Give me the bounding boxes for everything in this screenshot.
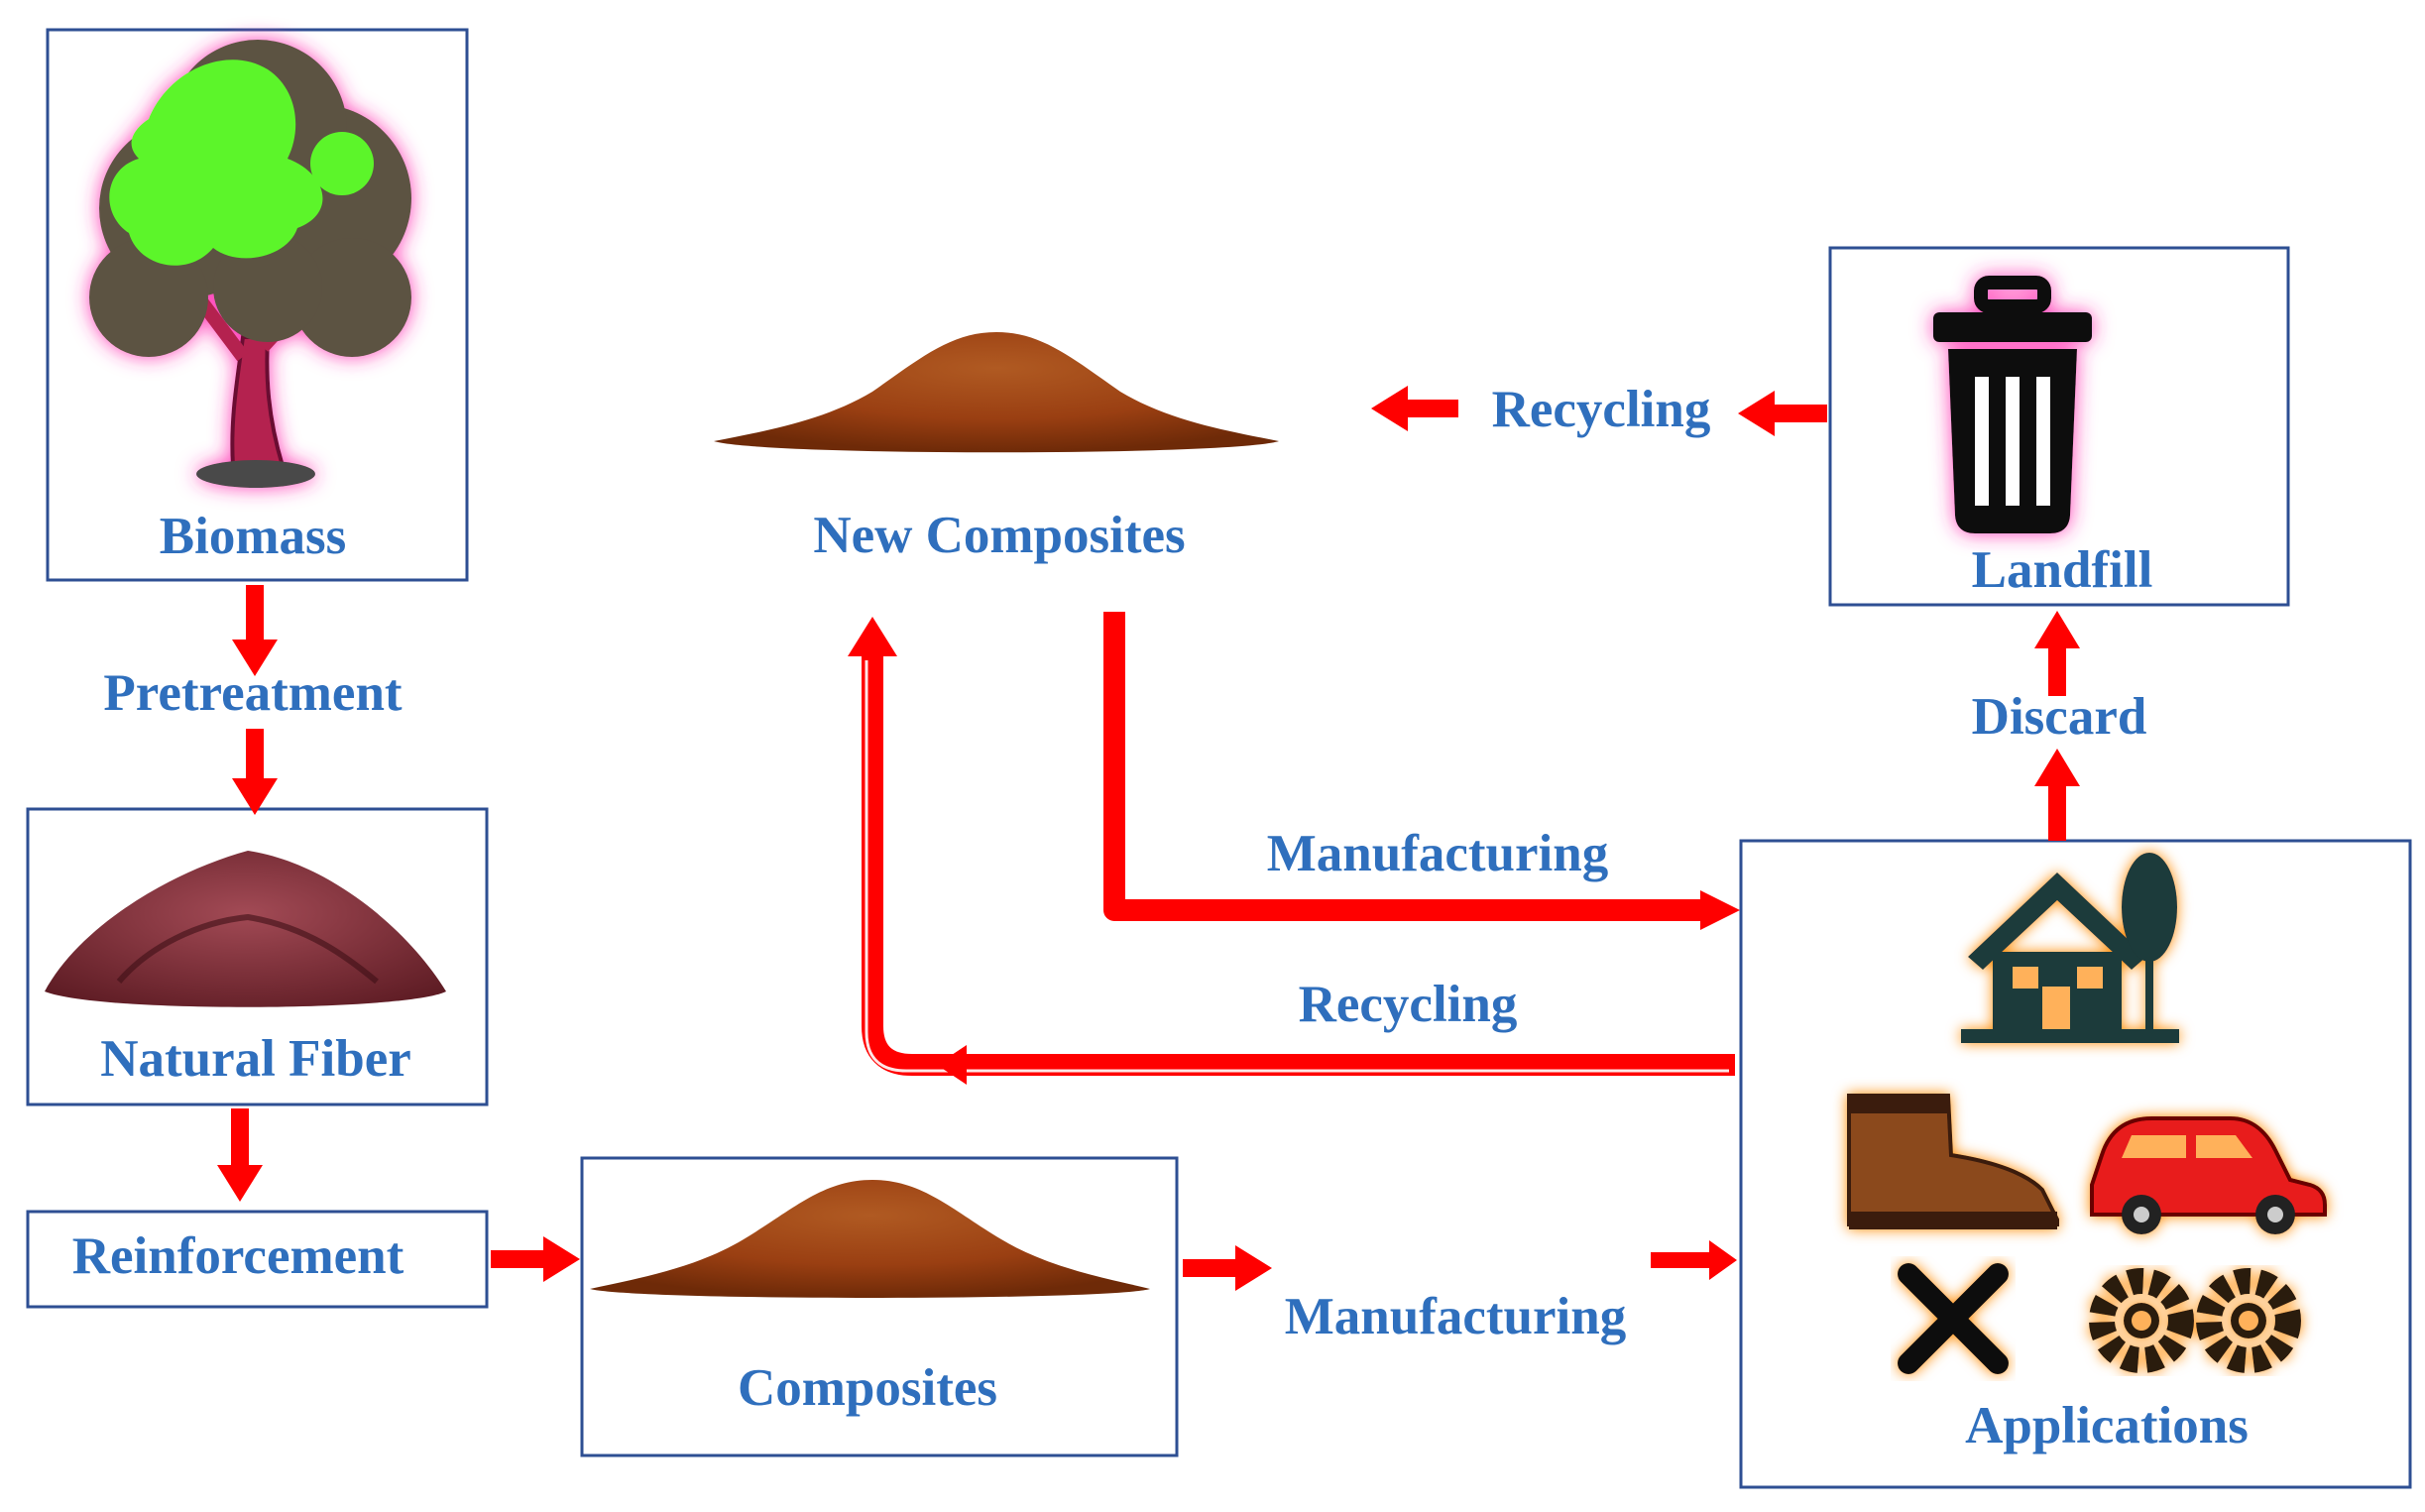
arrow-recycling-to-new-composites [1371, 386, 1458, 431]
composites-label: Composites [738, 1359, 997, 1417]
reinforcement-label: Reinforcement [72, 1227, 404, 1285]
composite-pile-icon [590, 1180, 1150, 1298]
discard-label: Discard [1972, 688, 2147, 746]
boot-icon [1847, 1094, 2059, 1229]
natural-fiber-label: Natural Fiber [100, 1030, 411, 1088]
arrow-new-composites-manufacturing [1103, 612, 1740, 930]
manufacturing-bottom-label: Manufacturing [1285, 1288, 1627, 1345]
recycling-top-label: Recycling [1492, 381, 1711, 438]
new-composites-label: New Composites [813, 507, 1185, 564]
arrow-landfill-to-recycling [1738, 391, 1827, 436]
fiber-pile-icon [45, 851, 446, 1007]
arrow-discard-to-landfill [2034, 611, 2080, 696]
gears-icon [2089, 1268, 2301, 1373]
tools-icon [1898, 1263, 2009, 1374]
arrow-fiber-to-reinforcement [217, 1108, 263, 1202]
new-composite-pile-icon [714, 332, 1279, 453]
arrow-applications-to-discard [2034, 749, 2080, 841]
biomass-label: Biomass [160, 508, 346, 565]
trash-can-icon [1933, 276, 2092, 533]
arrow-manufacturing-to-applications [1651, 1240, 1737, 1280]
house-icon [1961, 853, 2179, 1043]
arrow-composites-to-manufacturing [1183, 1245, 1272, 1291]
car-icon [2090, 1116, 2327, 1234]
arrow-biomass-to-pretreatment [232, 585, 278, 676]
arrow-recycling-loop [848, 617, 1735, 1085]
applications-box [1739, 839, 2412, 1489]
pretreatment-label: Pretreatment [103, 664, 403, 722]
recycling-mid-label: Recycling [1299, 976, 1518, 1033]
tree-icon [89, 40, 411, 488]
arrow-reinforcement-to-composites [491, 1236, 580, 1282]
reinforcement-box [26, 1210, 489, 1309]
landfill-label: Landfill [1972, 541, 2153, 599]
applications-label: Applications [1965, 1397, 2249, 1454]
arrow-pretreatment-to-fiber [232, 729, 278, 815]
manufacturing-mid-label: Manufacturing [1267, 825, 1609, 882]
